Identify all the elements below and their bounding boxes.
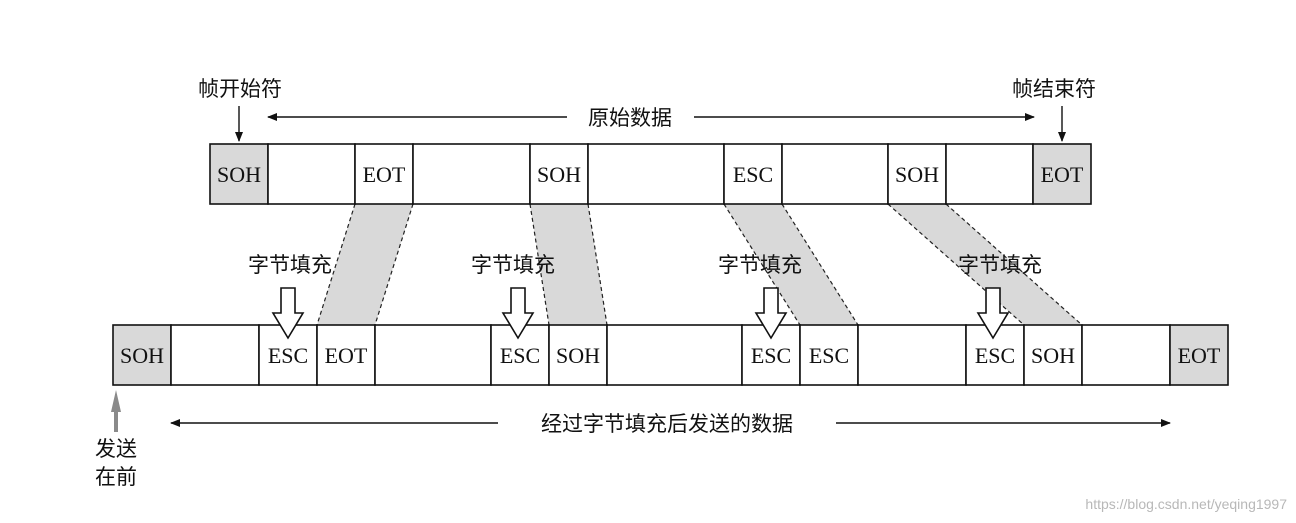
mapping-dash [887, 203, 1025, 326]
frame-start-label: 帧开始符 [198, 77, 282, 101]
byte-stuffing-label: 字节填充 [248, 253, 332, 277]
byte-stuffing-label: 字节填充 [958, 253, 1042, 277]
hollow-down-arrow-icon [271, 287, 305, 340]
frame-cell [490, 324, 550, 386]
byte-stuffing-label: 字节填充 [471, 253, 555, 277]
send-first-label-line1: 发送 [95, 437, 137, 461]
frame-cell [258, 324, 318, 386]
cell-label: ESC [500, 343, 540, 368]
mapping-dash [316, 203, 356, 326]
mapping-band-soh-1 [530, 204, 607, 325]
watermark-url: https://blog.csdn.net/yeqing1997 [1085, 496, 1287, 512]
stuffed-frame-row: SOH ESC EOT ESC SOH ESC ESC ESC SOH EOT [112, 324, 1229, 386]
frame-cell [112, 324, 172, 386]
cell-label: EOT [325, 343, 368, 368]
frame-cell [267, 143, 356, 205]
frame-cell [529, 143, 589, 205]
cell-label: ESC [975, 343, 1015, 368]
mapping-dash [374, 203, 414, 326]
hollow-down-arrow-icon [754, 287, 788, 340]
frame-cell [548, 324, 608, 386]
hollow-down-arrow-icon [976, 287, 1010, 340]
frame-cell [374, 324, 492, 386]
stuffed-data-label: 经过字节填充后发送的数据 [541, 412, 793, 436]
cell-label: SOH [895, 162, 939, 187]
mapping-band-soh-2 [888, 204, 1082, 325]
cell-label: EOT [1041, 162, 1084, 187]
frame-cell [354, 143, 414, 205]
frame-cell [887, 143, 947, 205]
mapping-dash [781, 203, 859, 326]
original-data-label: 原始数据 [588, 106, 672, 130]
cell-label: ESC [809, 343, 849, 368]
cell-label: ESC [733, 162, 773, 187]
mapping-band-esc [724, 204, 858, 325]
frame-cell [316, 324, 376, 386]
cell-label: EOT [1178, 343, 1221, 368]
frame-cell [857, 324, 967, 386]
frame-cell [587, 143, 725, 205]
frame-cell [1023, 324, 1083, 386]
mapping-dash [723, 203, 801, 326]
cell-label: SOH [120, 343, 164, 368]
frame-cell [723, 143, 783, 205]
hollow-down-arrow-icon [501, 287, 535, 340]
mapping-band-eot [317, 204, 413, 325]
cell-label: SOH [1031, 343, 1075, 368]
send-first-label-line2: 在前 [95, 465, 137, 489]
frame-cell [412, 143, 531, 205]
frame-cell [1081, 324, 1171, 386]
send-first-arrow-icon [111, 390, 121, 432]
mapping-dash [945, 203, 1083, 326]
frame-end-label: 帧结束符 [1012, 77, 1096, 101]
byte-stuffing-label: 字节填充 [718, 253, 802, 277]
frame-cell [170, 324, 260, 386]
cell-label: SOH [556, 343, 600, 368]
cell-label: ESC [751, 343, 791, 368]
cell-label: SOH [217, 162, 261, 187]
frame-cell [1169, 324, 1229, 386]
cell-label: EOT [363, 162, 406, 187]
frame-cell [606, 324, 743, 386]
frame-cell [945, 143, 1034, 205]
cell-label: SOH [537, 162, 581, 187]
frame-cell [1032, 143, 1092, 205]
frame-cell [799, 324, 859, 386]
cell-label: ESC [268, 343, 308, 368]
frame-cell [781, 143, 889, 205]
original-frame-row: SOH EOT SOH ESC SOH EOT [209, 143, 1092, 205]
